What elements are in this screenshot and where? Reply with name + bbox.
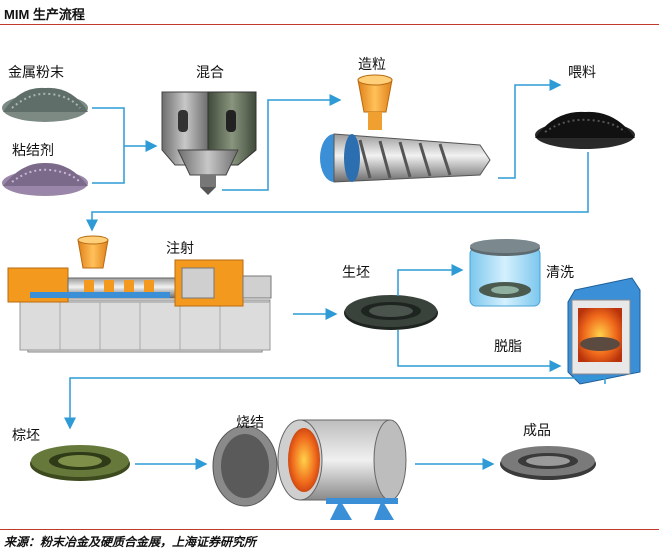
label-mixing: 混合 [196,62,224,82]
debinding-oven [568,278,640,384]
green-part-disc [344,295,438,330]
mixer-machine [162,92,256,195]
label-feeding: 喂料 [568,62,596,82]
feedstock-pile [535,112,635,149]
finished-part-disc [500,446,596,480]
label-binder: 粘结剂 [12,140,54,160]
brown-part-disc [30,445,130,481]
label-granulating: 造粒 [358,54,386,74]
label-injection: 注射 [166,238,194,258]
label-debinding: 脱脂 [494,336,522,356]
label-green-part: 生坯 [342,262,370,282]
cleaning-jar [470,239,540,306]
label-brown-part: 棕坯 [12,425,40,445]
binder-pile [2,163,88,196]
label-metal-powder: 金属粉末 [8,62,64,82]
sintering-furnace [213,420,406,520]
injection-machine [8,236,271,352]
source-note: 来源：粉末冶金及硬质合金展，上海证券研究所 [4,533,256,550]
label-finished: 成品 [523,420,551,440]
metal-powder-pile [2,88,88,122]
granulator-machine [320,75,490,182]
label-cleaning: 清洗 [546,262,574,282]
label-sintering: 烧结 [236,412,264,432]
